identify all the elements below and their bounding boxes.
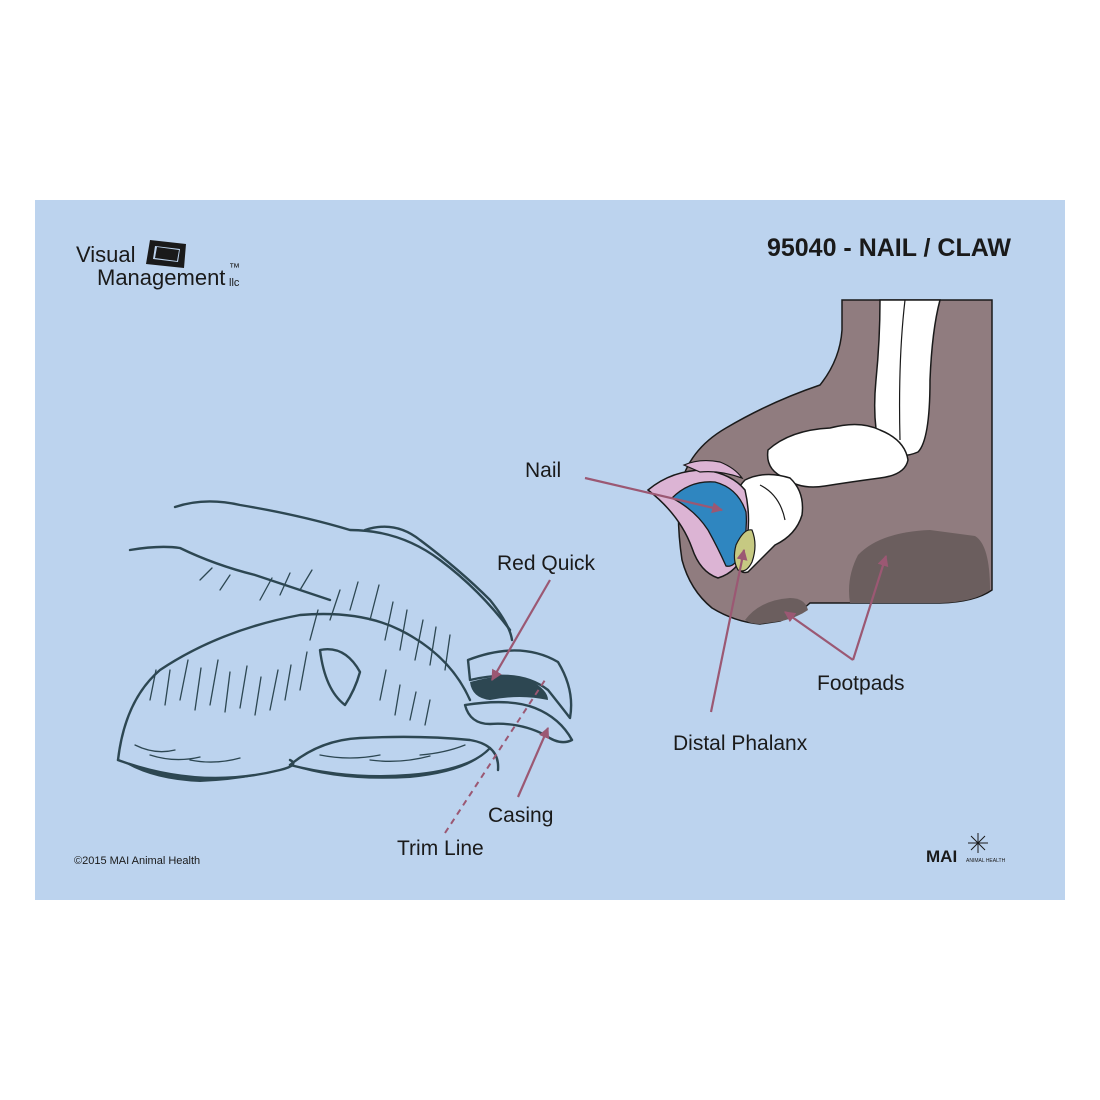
label-footpads: Footpads bbox=[817, 672, 905, 695]
logo-tm: ™ bbox=[229, 262, 240, 274]
logo-line1: Visual bbox=[76, 242, 136, 267]
logo-suffix: llc bbox=[229, 277, 240, 289]
paw-sketch bbox=[116, 500, 574, 782]
trim-line bbox=[444, 679, 546, 834]
visual-management-logo-icon bbox=[146, 240, 186, 268]
mai-brand: MAI bbox=[926, 847, 957, 866]
label-casing: Casing bbox=[488, 804, 553, 827]
logo-line2: Management bbox=[97, 265, 225, 290]
page-title: 95040 - NAIL / CLAW bbox=[767, 234, 1011, 262]
copyright-text: ©2015 MAI Animal Health bbox=[74, 855, 200, 867]
label-nail: Nail bbox=[525, 459, 561, 482]
paw-cross-section bbox=[646, 299, 993, 625]
footpad-large bbox=[849, 530, 990, 603]
label-red-quick: Red Quick bbox=[497, 552, 596, 575]
fur-texture bbox=[134, 567, 466, 763]
star-burst-icon bbox=[968, 833, 988, 853]
label-distal-phalanx: Distal Phalanx bbox=[673, 732, 808, 755]
sketch-quick bbox=[470, 676, 548, 700]
label-arrows bbox=[491, 476, 889, 798]
mai-brand-sub: ANIMAL HEALTH bbox=[966, 858, 1006, 864]
sketch-pad-shadow bbox=[120, 760, 285, 782]
label-trim-line: Trim Line bbox=[397, 837, 484, 860]
